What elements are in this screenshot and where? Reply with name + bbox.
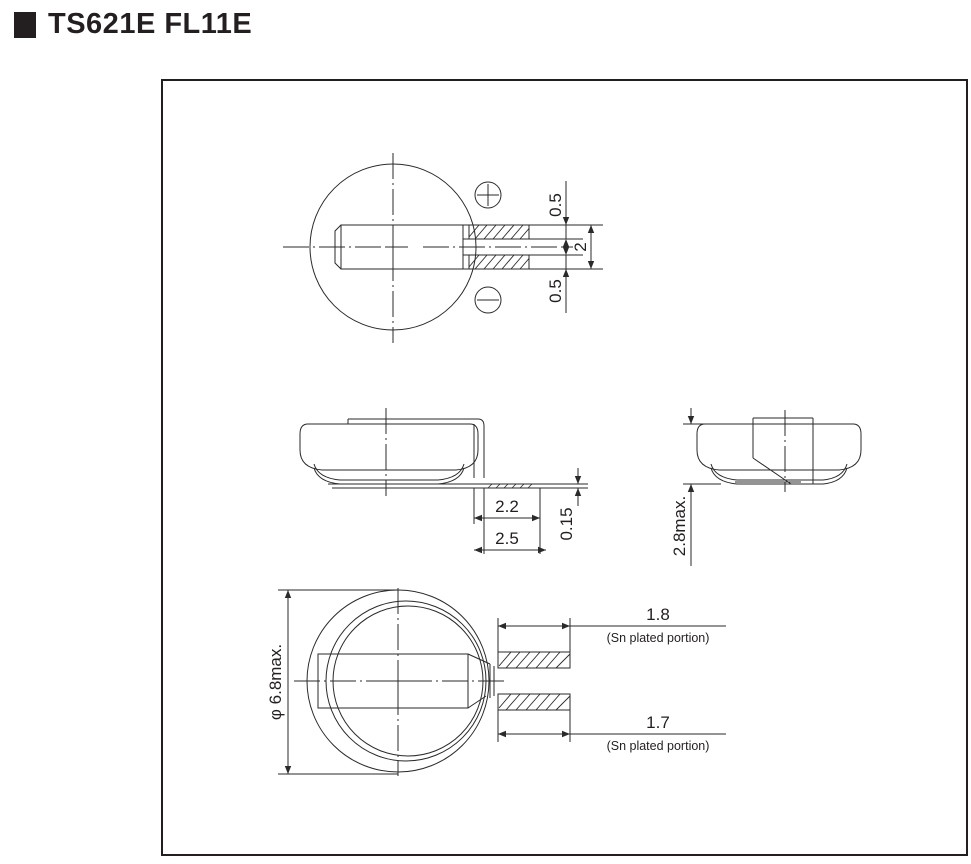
- side-view-tab-diagonal: [752, 457, 792, 485]
- drawing-frame: 0.5 2 0.5: [161, 79, 968, 856]
- front-view-arrowheads: [474, 476, 582, 554]
- dim-front-25: 2.5: [495, 529, 519, 548]
- note-bottom-18: (Sn plated portion): [607, 631, 710, 645]
- side-view-cell-body: [696, 423, 862, 471]
- bottom-view-hatch-lower: [498, 693, 571, 711]
- side-view-crimp-upper: [710, 463, 848, 481]
- dim-front-015: 0.15: [557, 507, 576, 540]
- dim-top-05-upper: 0.5: [546, 193, 565, 217]
- page-title-text: TS621E FL11E: [48, 8, 253, 40]
- front-view-cell-body: [299, 423, 479, 471]
- top-view-hatch-lower: [468, 254, 530, 270]
- top-view-hatch-upper: [468, 224, 530, 240]
- page-title: TS621E FL11E: [14, 8, 252, 41]
- front-view: 2.2 2.5 0.15: [299, 408, 588, 554]
- bottom-view-hatch-upper: [498, 651, 571, 669]
- bottom-view-tab-taper-bottom: [467, 695, 487, 709]
- front-view-strip-hatch: [487, 483, 533, 489]
- negative-terminal-icon: [474, 286, 502, 314]
- dim-bottom-17: 1.7: [646, 713, 670, 732]
- top-view-tab-nose: [334, 224, 342, 270]
- dim-top-2: 2: [571, 242, 590, 251]
- top-view: 0.5 2 0.5: [283, 153, 603, 343]
- side-view: 2.8max.: [670, 408, 862, 566]
- bottom-view-plated-lower: [497, 693, 571, 711]
- dim-bottom-18: 1.8: [646, 605, 670, 624]
- side-view-arrowheads: [687, 416, 695, 492]
- dim-bottom-diameter: φ 6.8max.: [266, 644, 285, 720]
- dim-side-28max: 2.8max.: [670, 496, 689, 556]
- bottom-view-plated-upper: [497, 651, 571, 669]
- front-view-tab-bend-outer: [477, 418, 485, 478]
- positive-terminal-icon: [474, 181, 502, 209]
- note-bottom-17: (Sn plated portion): [607, 739, 710, 753]
- bottom-view-arrowheads: [284, 590, 570, 774]
- dim-front-22: 2.2: [495, 497, 519, 516]
- top-view-arrowheads: [562, 217, 595, 277]
- dim-top-05-lower: 0.5: [546, 279, 565, 303]
- black-square-bullet-icon: [14, 11, 36, 38]
- front-view-crimp-upper: [313, 463, 465, 481]
- bottom-view: φ 6.8max. 1.8 (Sn plated portion) 1.7 (S…: [266, 588, 726, 776]
- bottom-view-tab-taper-top: [467, 653, 491, 665]
